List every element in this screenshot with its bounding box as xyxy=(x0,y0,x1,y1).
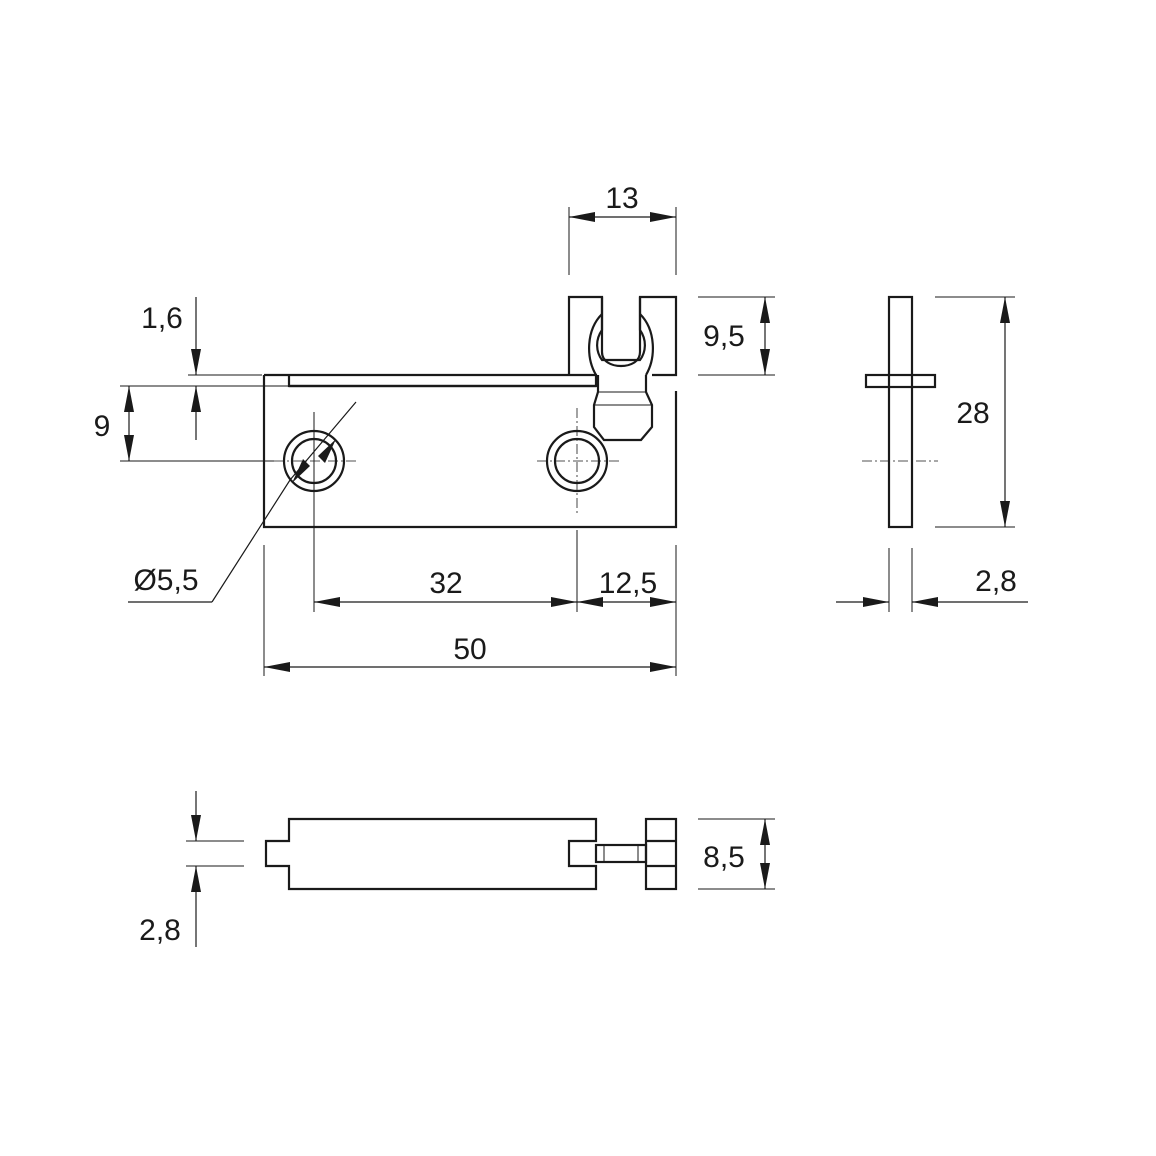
front-hook-pin xyxy=(592,375,654,442)
dim-diameter-label: Ø5,5 xyxy=(133,564,198,597)
dim-28-label: 28 xyxy=(956,397,989,430)
bottom-plate-outline xyxy=(264,817,598,891)
dim-9-5-label: 9,5 xyxy=(703,320,745,353)
dim-50-label: 50 xyxy=(453,633,486,666)
dim-diameter-leader xyxy=(211,401,357,603)
bottom-hook-head xyxy=(644,817,678,891)
front-view xyxy=(262,295,678,529)
dim-1-6-label: 1,6 xyxy=(141,302,183,335)
front-hook-slot xyxy=(600,297,642,368)
dim-side-2-8-label: 2,8 xyxy=(975,565,1017,598)
dim-32-label: 32 xyxy=(429,567,462,600)
bottom-view xyxy=(264,817,678,891)
dim-9-label: 9 xyxy=(94,410,111,443)
front-dimensions: 13 9,5 1,6 9 Ø5,5 32 xyxy=(94,182,775,676)
dim-13-label: 13 xyxy=(605,182,638,215)
side-view xyxy=(862,295,938,529)
dim-8-5-label: 8,5 xyxy=(703,841,745,874)
dim-bottom-2-8-label: 2,8 xyxy=(139,914,181,947)
side-plate xyxy=(887,295,914,529)
front-hook-circle xyxy=(588,313,654,376)
dim-12-5-label: 12,5 xyxy=(599,567,657,600)
bottom-dimensions: 2,8 8,5 xyxy=(139,791,775,947)
front-hook-outline xyxy=(567,295,678,377)
side-pin xyxy=(864,373,937,389)
side-dimensions: 28 2,8 xyxy=(836,296,1028,612)
